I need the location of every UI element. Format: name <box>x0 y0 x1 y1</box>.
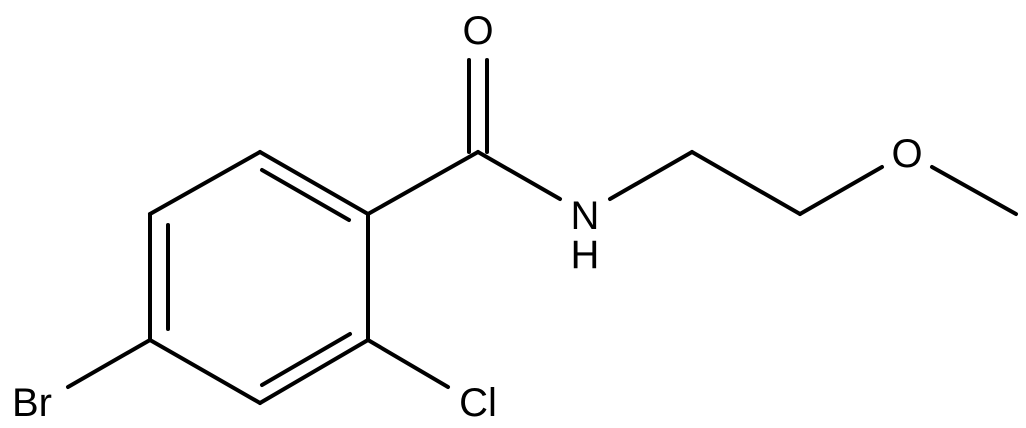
bond-c1-carbonyl <box>366 150 480 216</box>
bond-ring-c1-c2 <box>258 150 370 216</box>
bond-o-ch3 <box>930 165 1018 216</box>
atom-label-hydrogen: H <box>571 233 600 277</box>
bond-n-ch2 <box>608 150 694 201</box>
bond-c4-br <box>66 338 152 389</box>
bond-ring-c4-c5 <box>148 338 262 405</box>
bond-ring-c5-c6 <box>258 338 370 405</box>
bond-ring-c2-c3 <box>148 150 262 216</box>
atom-label-carbonyl-oxygen: O <box>462 9 493 53</box>
bond-ring-c1-c2-inner <box>260 168 351 222</box>
bond-ch2-ch2 <box>690 150 802 216</box>
bond-ring-c5-c6-inner <box>260 332 352 387</box>
bond-c6-cl <box>366 338 450 389</box>
bond-carbonyl-n <box>476 150 562 201</box>
atom-label-chlorine: Cl <box>459 381 497 425</box>
atom-label-nitrogen: N <box>571 194 600 238</box>
atom-label-bromine: Br <box>12 381 52 425</box>
atom-label-ether-oxygen: O <box>891 132 922 176</box>
bond-ch2-o <box>798 165 884 216</box>
